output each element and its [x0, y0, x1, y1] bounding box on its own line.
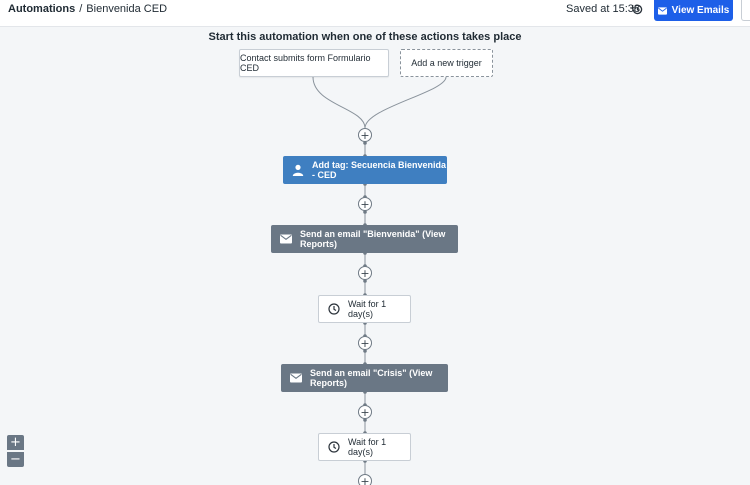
overflow-menu-button[interactable] — [741, 0, 750, 21]
zoom-in-button[interactable]: + — [7, 435, 24, 450]
breadcrumb: Automations/Bienvenida CED — [8, 3, 167, 16]
add-step-button[interactable]: + — [358, 336, 372, 350]
automation-canvas[interactable] — [0, 27, 750, 485]
step-label: Add tag: Secuencia Bienvenida - CED — [312, 160, 447, 180]
trigger-heading: Start this automation when one of these … — [208, 31, 522, 43]
step-label: Wait for 1 day(s) — [348, 437, 387, 457]
step-wait[interactable]: Wait for 1 day(s) — [318, 295, 411, 323]
breadcrumb-automations-link[interactable]: Automations — [8, 3, 76, 15]
add-trigger-button[interactable]: Add a new trigger — [400, 49, 493, 77]
add-step-button[interactable]: + — [358, 197, 372, 211]
user-icon — [292, 164, 304, 176]
step-wait[interactable]: Wait for 1 day(s) — [318, 433, 411, 461]
breadcrumb-separator: / — [79, 3, 83, 15]
step-send-email-bienvenida[interactable]: Send an email "Bienvenida" (View Reports… — [271, 225, 458, 253]
zoom-out-button[interactable]: − — [7, 452, 24, 467]
view-emails-button[interactable]: View Emails — [654, 0, 733, 21]
saved-status: Saved at 15:38 — [566, 3, 641, 15]
clock-icon — [328, 303, 340, 315]
top-bar: Automations/Bienvenida CED Saved at 15:3… — [0, 0, 750, 27]
history-icon[interactable] — [631, 3, 644, 16]
add-step-button[interactable]: + — [358, 405, 372, 419]
add-step-button[interactable]: + — [358, 128, 372, 142]
breadcrumb-current: Bienvenida CED — [86, 3, 168, 15]
envelope-icon — [280, 234, 292, 244]
add-step-button[interactable]: + — [358, 474, 372, 485]
envelope-icon — [657, 6, 667, 15]
step-label: Send an email "Bienvenida" (View Reports… — [300, 229, 446, 249]
trigger-form-submit[interactable]: Contact submits form Formulario CED — [239, 49, 389, 77]
envelope-icon — [290, 373, 302, 383]
step-add-tag[interactable]: Add tag: Secuencia Bienvenida - CED — [283, 156, 447, 184]
step-label: Wait for 1 day(s) — [348, 299, 387, 319]
step-send-email-crisis[interactable]: Send an email "Crisis" (View Reports) — [281, 364, 448, 392]
clock-icon — [328, 441, 340, 453]
step-label: Send an email "Crisis" (View Reports) — [310, 368, 433, 388]
add-step-button[interactable]: + — [358, 266, 372, 280]
view-emails-label: View Emails — [671, 5, 730, 16]
